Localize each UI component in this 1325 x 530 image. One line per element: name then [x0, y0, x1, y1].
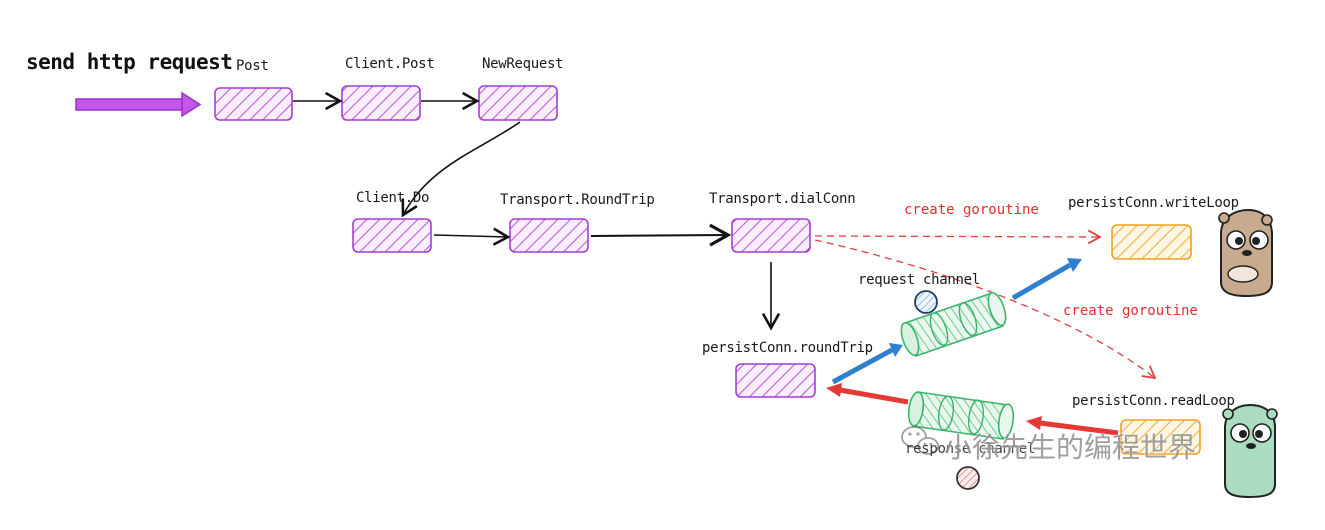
node-round-trip-box [509, 218, 589, 253]
flow-arrows [293, 91, 781, 331]
node-read-loop-box [1120, 419, 1201, 455]
response-channel-tube [907, 391, 1015, 440]
response-channel-label: response channel [905, 441, 1036, 457]
watermark-text: 小徐先生的编程世界 [944, 431, 1197, 464]
request-blue-arrows [831, 258, 1082, 385]
node-pc-round-trip-box [735, 363, 816, 398]
gopher-icon [1222, 403, 1278, 499]
response-red-arrows [826, 383, 1119, 436]
wechat-icon [901, 426, 939, 455]
node-label-post: Post [236, 58, 269, 74]
gopher-icon [1218, 208, 1274, 298]
node-label-new-request: NewRequest [482, 56, 564, 72]
node-label-round-trip: Transport.RoundTrip [500, 192, 655, 208]
node-client-post-box [341, 85, 421, 121]
create-goroutine-label: create goroutine [904, 202, 1039, 218]
node-label-pc-round-trip: persistConn.roundTrip [702, 340, 873, 356]
goroutine-arrows [814, 229, 1157, 380]
node-label-dial-conn: Transport.dialConn [709, 191, 856, 207]
request-ball-icon [914, 290, 938, 314]
request-channel-label: request channel [858, 272, 980, 288]
node-dial-conn-box [731, 218, 811, 253]
node-label-write-loop: persistConn.writeLoop [1068, 195, 1239, 211]
input-arrow [75, 91, 202, 118]
request-channel-tube [900, 291, 1007, 358]
node-label-client-post: Client.Post [345, 56, 435, 72]
node-post-box [214, 87, 293, 121]
node-label-read-loop: persistConn.readLoop [1072, 393, 1235, 409]
create-goroutine-label: create goroutine [1063, 303, 1198, 319]
response-ball-icon [956, 466, 980, 490]
node-label-client-do: Client.Do [356, 190, 430, 206]
node-write-loop-box [1111, 224, 1192, 260]
node-new-request-box [478, 85, 558, 121]
page-title: send http request [26, 50, 233, 74]
node-client-do-box [352, 218, 432, 253]
